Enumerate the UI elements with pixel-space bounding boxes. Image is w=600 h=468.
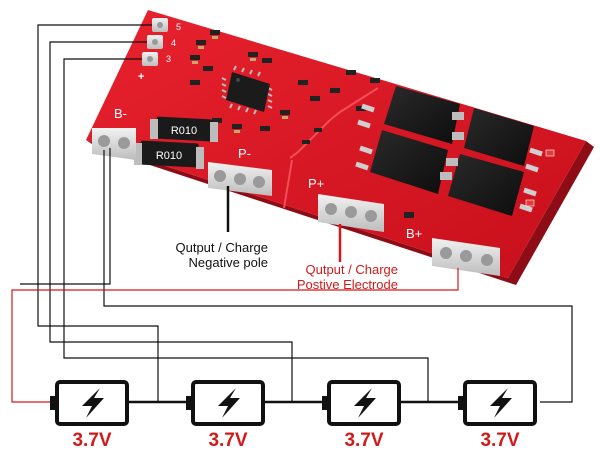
battery-terminal (186, 396, 192, 410)
battery-4 (458, 380, 537, 426)
pin-label-p-minus: P- (238, 146, 251, 161)
wire-sense-2 (49, 41, 293, 402)
mosfet-4 (448, 154, 524, 216)
sense-resistor-1: R010 (150, 116, 218, 142)
battery-bolt-icon (354, 388, 376, 418)
pad-mark-5: 5 (176, 22, 181, 32)
pcb-surface (86, 10, 586, 278)
battery-1 (50, 380, 129, 426)
mosfet-group (355, 86, 555, 216)
pad-mark-3: 3 (166, 54, 171, 64)
callout-positive-line2: Postive Electrode (296, 277, 398, 292)
battery-bolt-icon (490, 388, 512, 418)
wires-red (11, 224, 459, 403)
pcb-trace-divider (289, 87, 379, 159)
battery-bolt-icon (82, 388, 104, 418)
pad-strip-b-plus (432, 238, 500, 276)
pin-label-b-minus: B- (114, 106, 127, 121)
pad-strip-p-minus (208, 162, 272, 196)
smd-caps (192, 36, 288, 133)
callout-positive: Qutput / Charge Postive Electrode (250, 262, 398, 292)
battery-voltage-2: 3.7V (208, 430, 248, 451)
callout-negative: Qutput / Charge Negative pole (120, 240, 269, 270)
callout-negative-line2: Negative pole (188, 255, 269, 270)
wire-sense-1 (37, 24, 159, 402)
mosfet-3 (370, 130, 448, 194)
wire-sense-3 (63, 58, 429, 402)
battery-3 (322, 380, 401, 426)
pin-label-plus: + (138, 71, 144, 83)
wire-sense-4 (103, 150, 573, 403)
battery-bolt-icon (218, 388, 240, 418)
callout-positive-line1: Qutput / Charge (305, 262, 399, 277)
battery-voltage-1: 3.7V (72, 430, 112, 451)
wires-black (20, 24, 573, 404)
sense-pads (142, 18, 168, 66)
battery-terminal (322, 396, 328, 410)
pcb-trace-divider-2 (283, 159, 293, 209)
smd-components (190, 30, 414, 218)
pad-strip-p-plus (318, 194, 384, 232)
protection-ic (221, 65, 273, 115)
callout-negative-line1: Qutput / Charge (175, 240, 269, 255)
wire-b-plus (11, 268, 459, 403)
battery-voltage-3: 3.7V (344, 430, 384, 451)
pcb-board: 5 4 3 + (86, 10, 594, 285)
pin-label-p-plus: P+ (308, 176, 324, 191)
sense-resistor-2: R010 (134, 140, 204, 169)
battery-voltage-4: 3.7V (480, 430, 520, 451)
resistor-marking-1: R010 (171, 125, 197, 137)
pin-label-b-plus: B+ (406, 226, 422, 241)
battery-terminal (458, 396, 464, 410)
pad-strip-b-minus (92, 128, 136, 160)
mosfet-1 (384, 86, 460, 144)
mosfet-2 (464, 108, 534, 166)
wire-b-minus-link (20, 148, 111, 285)
battery-2 (186, 380, 265, 426)
battery-terminal (50, 396, 56, 410)
resistor-marking-2: R010 (156, 150, 182, 162)
pad-mark-4: 4 (171, 38, 176, 48)
